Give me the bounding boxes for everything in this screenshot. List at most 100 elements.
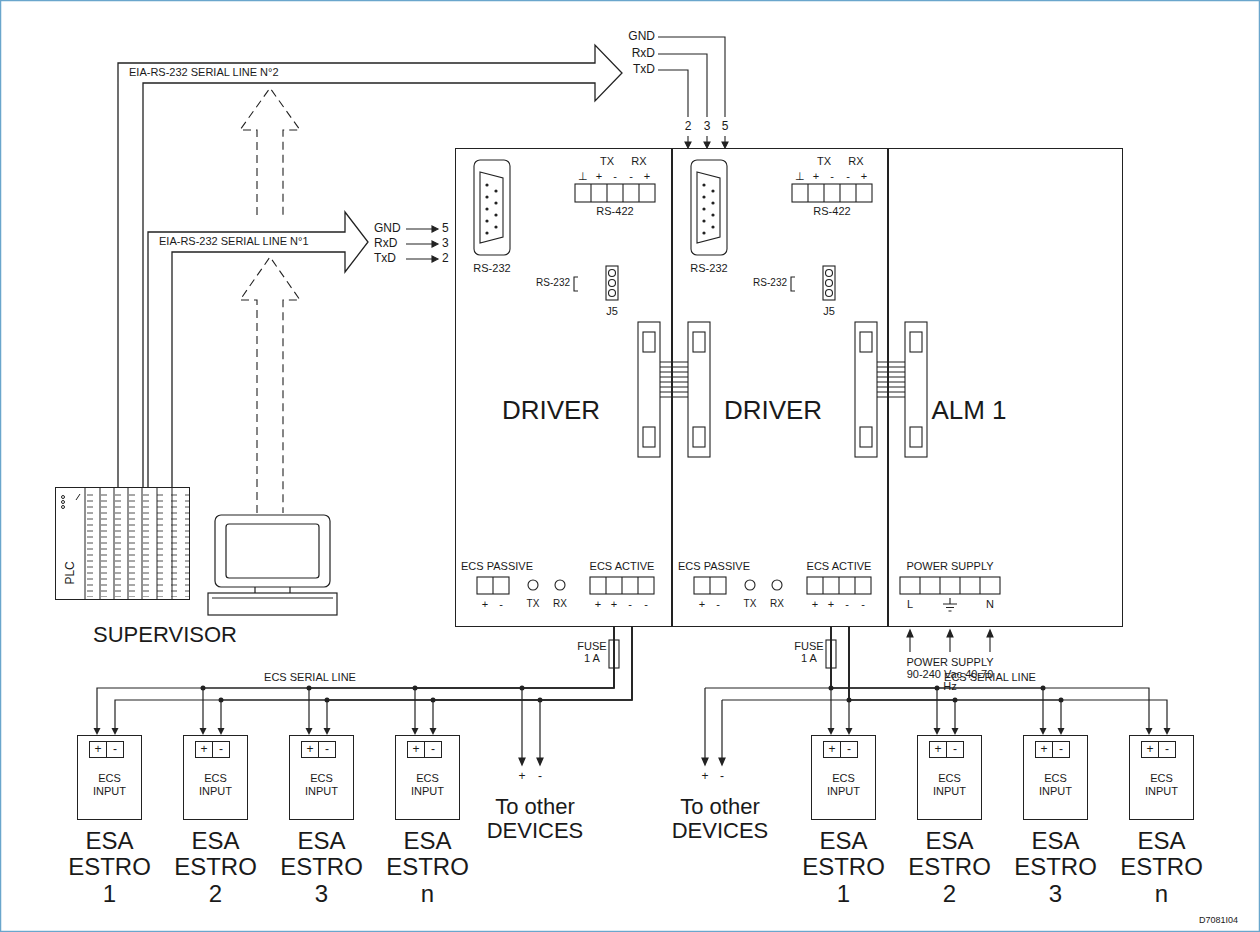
terminal-mark: -: [644, 598, 648, 611]
terminal-mark: +: [1035, 741, 1053, 758]
computer-icon: [208, 593, 337, 615]
text-label: TX: [600, 155, 614, 168]
text-label: ECS PASSIVE: [461, 560, 533, 573]
bus-wire: [519, 758, 725, 765]
plc-rack: [76, 494, 80, 500]
arrow-head: [952, 728, 959, 735]
terminal-mark: ⊥: [578, 170, 588, 183]
text-label: GND: [628, 30, 655, 44]
computer-icon: [215, 515, 330, 587]
module-name: ALM 1: [931, 396, 1006, 426]
terminal-mark: -: [845, 598, 849, 611]
device-box: +-ECS INPUTESA ESTRO 3: [289, 735, 354, 820]
power-terminal: [900, 577, 1000, 594]
terminal-mark: +: [701, 770, 708, 784]
device-name: ESA ESTRO n: [1117, 828, 1207, 907]
arrow-head: [218, 728, 225, 735]
input-label: ECS INPUT: [88, 772, 132, 797]
text-label: J5: [606, 305, 618, 318]
text-label: RS-232: [690, 262, 727, 275]
text-label: TX: [527, 598, 540, 610]
terminal-mark: +: [644, 170, 650, 183]
terminal-mark: +: [812, 598, 818, 611]
pin-number: 3: [704, 120, 711, 134]
plc-label: PLC: [64, 561, 78, 584]
device-name: ESA ESTRO 1: [65, 828, 155, 907]
terminal-mark: +: [699, 598, 705, 611]
plc-rack: [62, 506, 65, 509]
text-label: TxD: [374, 252, 396, 266]
terminal-mark: +: [929, 741, 947, 758]
text-label: RX: [848, 155, 863, 168]
device-box: +-ECS INPUTESA ESTRO 1: [77, 735, 142, 820]
terminal-mark: +: [813, 170, 819, 183]
serial-line-arrow: [118, 45, 622, 487]
pin-number: 5: [442, 222, 449, 236]
arrow-head: [324, 728, 331, 735]
arrow-head: [112, 728, 119, 735]
device-name: ESA ESTRO 2: [905, 828, 995, 907]
bus-wire: [522, 688, 849, 758]
text-label: FUSE 1 A: [574, 640, 610, 664]
plc-rack: [62, 496, 65, 499]
device-box: +-ECS INPUTESA ESTRO n: [395, 735, 460, 820]
connector: [200, 627, 633, 735]
device-name: ESA ESTRO 2: [171, 828, 261, 907]
terminal-mark: -: [106, 741, 124, 758]
terminal-mark: -: [830, 170, 834, 183]
connector: [118, 45, 622, 487]
terminal-mark: -: [720, 770, 724, 784]
dashed-arrow: [240, 88, 300, 215]
connector: [831, 627, 1065, 735]
ecs-wire: [203, 627, 632, 729]
terminal-mark: +: [828, 598, 834, 611]
terminal-mark: +: [823, 741, 841, 758]
terminal-mark: -: [212, 741, 230, 758]
driver-details: [691, 160, 927, 594]
plc-box: PLC: [55, 487, 190, 600]
terminal-mark: -: [613, 170, 617, 183]
input-label: ECS INPUT: [1140, 772, 1184, 797]
module-name: DRIVER: [724, 396, 822, 426]
terminal-mark: -: [946, 741, 964, 758]
terminal-mark: +: [195, 741, 213, 758]
arrow-head: [1058, 728, 1065, 735]
arrow-head: [1164, 728, 1171, 735]
terminal-mark: -: [840, 741, 858, 758]
input-label: ECS INPUT: [822, 772, 866, 797]
ecs-wire: [309, 627, 632, 729]
edge-label: EIA-RS-232 SERIAL LINE N°1: [158, 235, 310, 248]
module-box: ALM 1: [888, 148, 1123, 627]
ecs-wire: [831, 627, 1061, 729]
plc-rack: [62, 487, 190, 600]
device-name: ESA ESTRO 3: [277, 828, 367, 907]
text-label: SUPERVISOR: [93, 622, 237, 647]
pin-number: 3: [442, 237, 449, 251]
text-label: ECS ACTIVE: [590, 560, 655, 573]
input-label: ECS INPUT: [928, 772, 972, 797]
connector: [148, 212, 368, 487]
text-label: RS-232: [753, 277, 787, 289]
terminal-mark: -: [716, 598, 720, 611]
device-name: ESA ESTRO 1: [799, 828, 889, 907]
ecs-wire: [831, 627, 1167, 729]
plc-rack: [62, 501, 65, 504]
text-label: J5: [823, 305, 835, 318]
text-label: RX: [631, 155, 646, 168]
terminal-mark: -: [424, 741, 442, 758]
power-terminal: [943, 598, 957, 611]
arrow-head: [846, 728, 853, 735]
terminal-mark: +: [596, 170, 602, 183]
terminal-mark: +: [482, 598, 488, 611]
arrow-head: [200, 728, 207, 735]
terminal-mark: -: [499, 598, 503, 611]
arrow-head: [430, 728, 437, 735]
input-label: ECS INPUT: [406, 772, 450, 797]
text-label: ECS SERIAL LINE: [944, 671, 1036, 684]
text-label: To other DEVICES: [474, 795, 596, 843]
power-terminal: [920, 577, 980, 594]
text-label: ECS PASSIVE: [678, 560, 750, 573]
plc-rack: [86, 491, 189, 597]
